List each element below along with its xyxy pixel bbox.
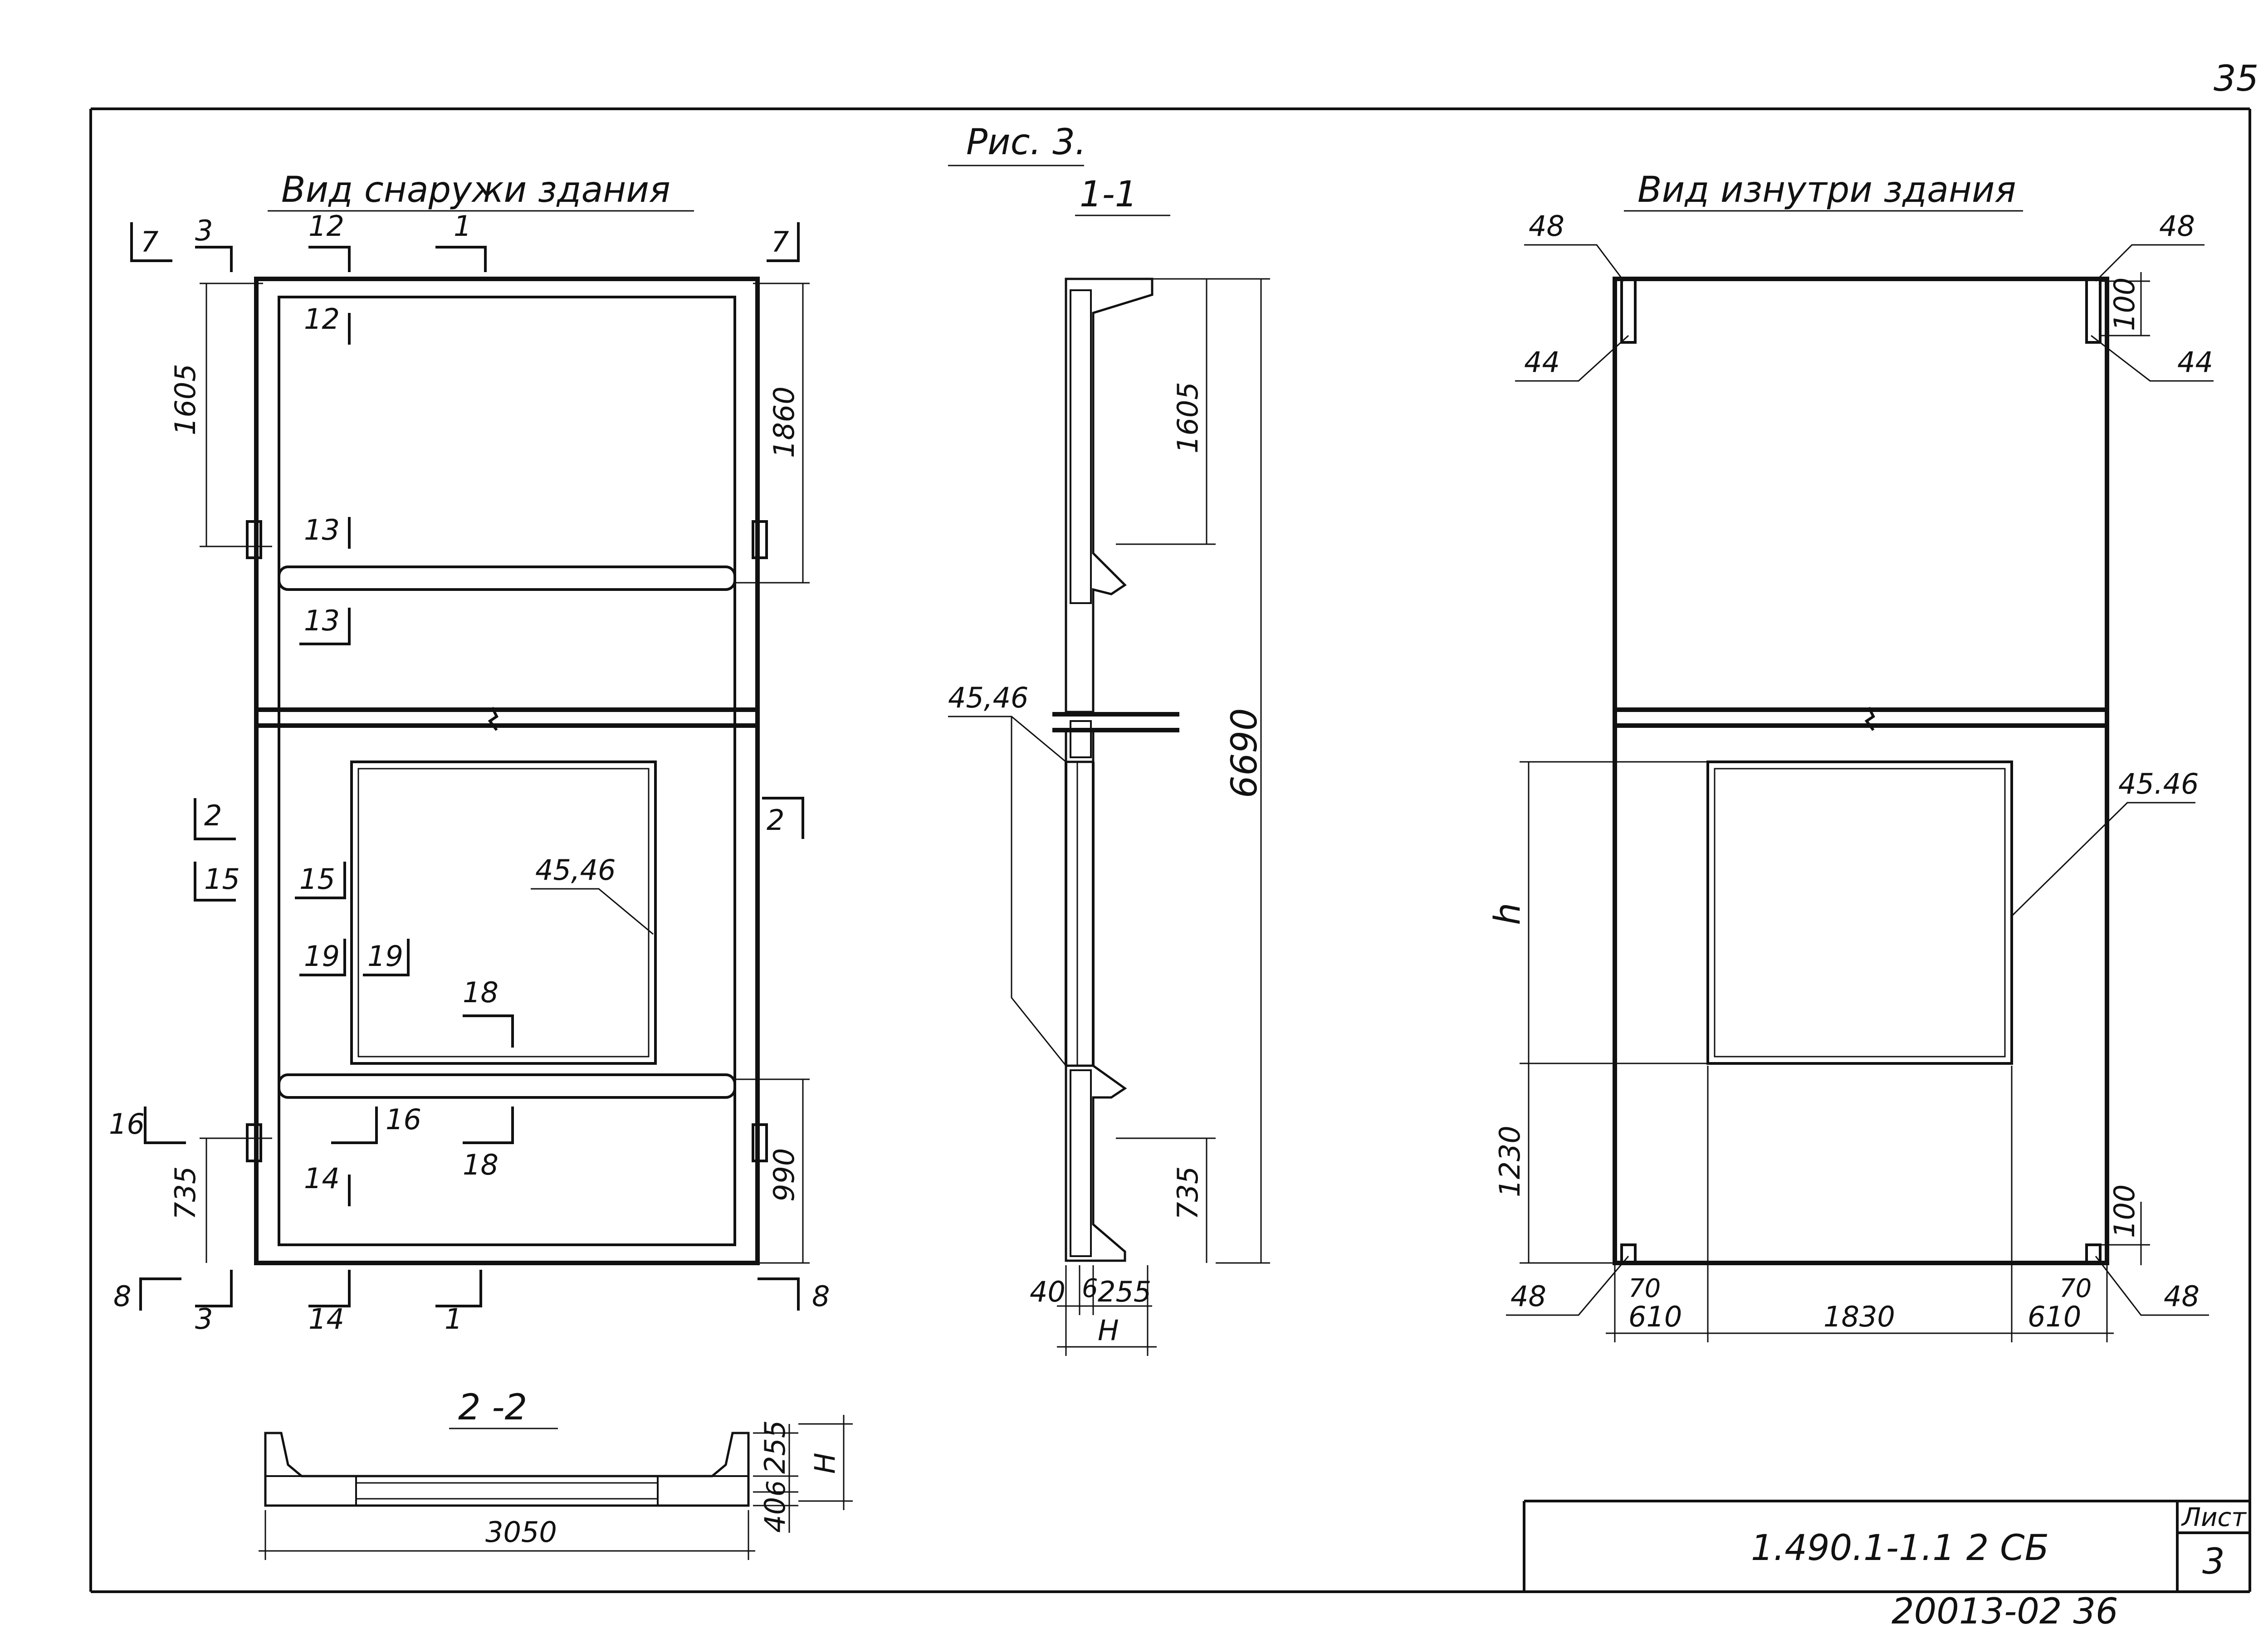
- outside-view-title: Вид снаружи здания: [281, 170, 670, 210]
- outside-panel: [246, 277, 768, 1265]
- mark-8-left: 8: [113, 1280, 131, 1313]
- dim-h-inside: h: [1487, 903, 1528, 925]
- callout-45-46-outside: 45,46: [535, 853, 616, 887]
- dim-610-right: 610: [2028, 1300, 2081, 1333]
- section-1-1: 1-1 1605 6690 735 40 6 255: [948, 174, 1270, 1356]
- dim-255-section: 255: [1098, 1275, 1151, 1308]
- outside-section-marks: 7 3 12 1 7 12 13 13 2 15 2 15 19: [109, 210, 830, 1336]
- mark-15-inner: 15: [299, 863, 335, 896]
- dim-1860: 1860: [767, 386, 801, 458]
- dim-735-section: 735: [1171, 1166, 1204, 1220]
- inside-view-title: Вид изнутри здания: [1637, 170, 2016, 210]
- section-2-2-title: 2 -2: [458, 1387, 527, 1428]
- callout-45-46-section: 45,46: [948, 681, 1029, 714]
- outside-dimensions: 1605 1860 735 990: [169, 283, 810, 1264]
- dim-990: 990: [767, 1148, 801, 1202]
- mark-19-b: 19: [367, 940, 403, 973]
- mark-14-bottom: 14: [308, 1302, 344, 1336]
- dim-70-right: 70: [2059, 1274, 2092, 1303]
- callout-48-bottom-right: 48: [2164, 1280, 2200, 1313]
- dim-100-bottom: 100: [2108, 1185, 2141, 1238]
- mark-16-inner: 16: [386, 1103, 421, 1136]
- dim-H-2-2: H: [808, 1453, 841, 1474]
- mark-1-top: 1: [454, 210, 471, 243]
- dim-40-2-2: 40: [758, 1497, 792, 1533]
- footer-code: 20013-02 36: [1892, 1591, 2118, 1632]
- sheet-frame: [89, 107, 2251, 1593]
- mark-7-left: 7: [141, 225, 158, 258]
- mark-19-a: 19: [304, 940, 340, 973]
- section-2-2: 2 -2 3050 255 6 40 H: [259, 1387, 853, 1560]
- mark-7-right: 7: [771, 225, 789, 258]
- dim-6-2-2: 6: [762, 1480, 791, 1497]
- callout-44-right: 44: [2177, 346, 2213, 379]
- mark-3-top: 3: [195, 214, 213, 247]
- mark-1-bottom: 1: [445, 1302, 462, 1336]
- mark-12-inner: 12: [304, 302, 340, 336]
- dim-1230: 1230: [1493, 1126, 1526, 1197]
- title-block: 1.490.1-1.1 2 СБ Лист 3: [1523, 1500, 2250, 1592]
- mark-2-right: 2: [767, 804, 784, 837]
- dim-6690: 6690: [1224, 708, 1265, 798]
- mark-3-bottom: 3: [195, 1302, 213, 1336]
- dim-H-section: H: [1098, 1314, 1119, 1347]
- callout-48-top-right: 48: [2159, 210, 2195, 243]
- dim-255-2-2: 255: [758, 1420, 792, 1474]
- sheet-label: Лист: [2181, 1503, 2247, 1532]
- dim-3050: 3050: [485, 1516, 557, 1549]
- callout-44-left: 44: [1524, 346, 1560, 379]
- mark-18-lower: 18: [463, 1148, 499, 1181]
- mark-15-left: 15: [204, 863, 240, 896]
- callout-48-bottom-left: 48: [1510, 1280, 1546, 1313]
- callout-48-top-left: 48: [1529, 210, 1564, 243]
- section-1-1-title: 1-1: [1080, 174, 1137, 215]
- dim-610-left: 610: [1628, 1300, 1682, 1333]
- mark-13-lower: 13: [304, 604, 340, 637]
- mark-12-top: 12: [308, 210, 344, 243]
- mark-2-left: 2: [204, 799, 222, 832]
- dim-735-outside: 735: [169, 1166, 202, 1220]
- inside-view: Вид изнутри здания 48 48 44 44 48 48 45.…: [1487, 170, 2214, 1342]
- mark-18-upper: 18: [463, 976, 499, 1009]
- mark-13-upper: 13: [304, 513, 340, 546]
- dim-40-section: 40: [1030, 1275, 1066, 1308]
- callout-45-46-inside: 45.46: [2118, 767, 2199, 800]
- dim-1605-outside: 1605: [169, 364, 202, 435]
- dim-6-section: 6: [1082, 1274, 1098, 1303]
- mark-16-left: 16: [109, 1107, 145, 1141]
- mark-8-right: 8: [812, 1280, 830, 1313]
- figure-caption: Рис. 3.: [966, 122, 1086, 163]
- sheet-number: 3: [2202, 1541, 2225, 1582]
- outside-view: Вид снаружи здания 7 3: [109, 170, 830, 1336]
- mark-14-inner: 14: [304, 1162, 340, 1195]
- dim-70-left: 70: [1628, 1274, 1661, 1303]
- dim-1605-section: 1605: [1171, 382, 1204, 453]
- document-code: 1.490.1-1.1 2 СБ: [1751, 1528, 2049, 1569]
- page-number: 35: [2214, 58, 2258, 99]
- dim-100-top: 100: [2108, 278, 2141, 331]
- dim-1830: 1830: [1823, 1300, 1895, 1333]
